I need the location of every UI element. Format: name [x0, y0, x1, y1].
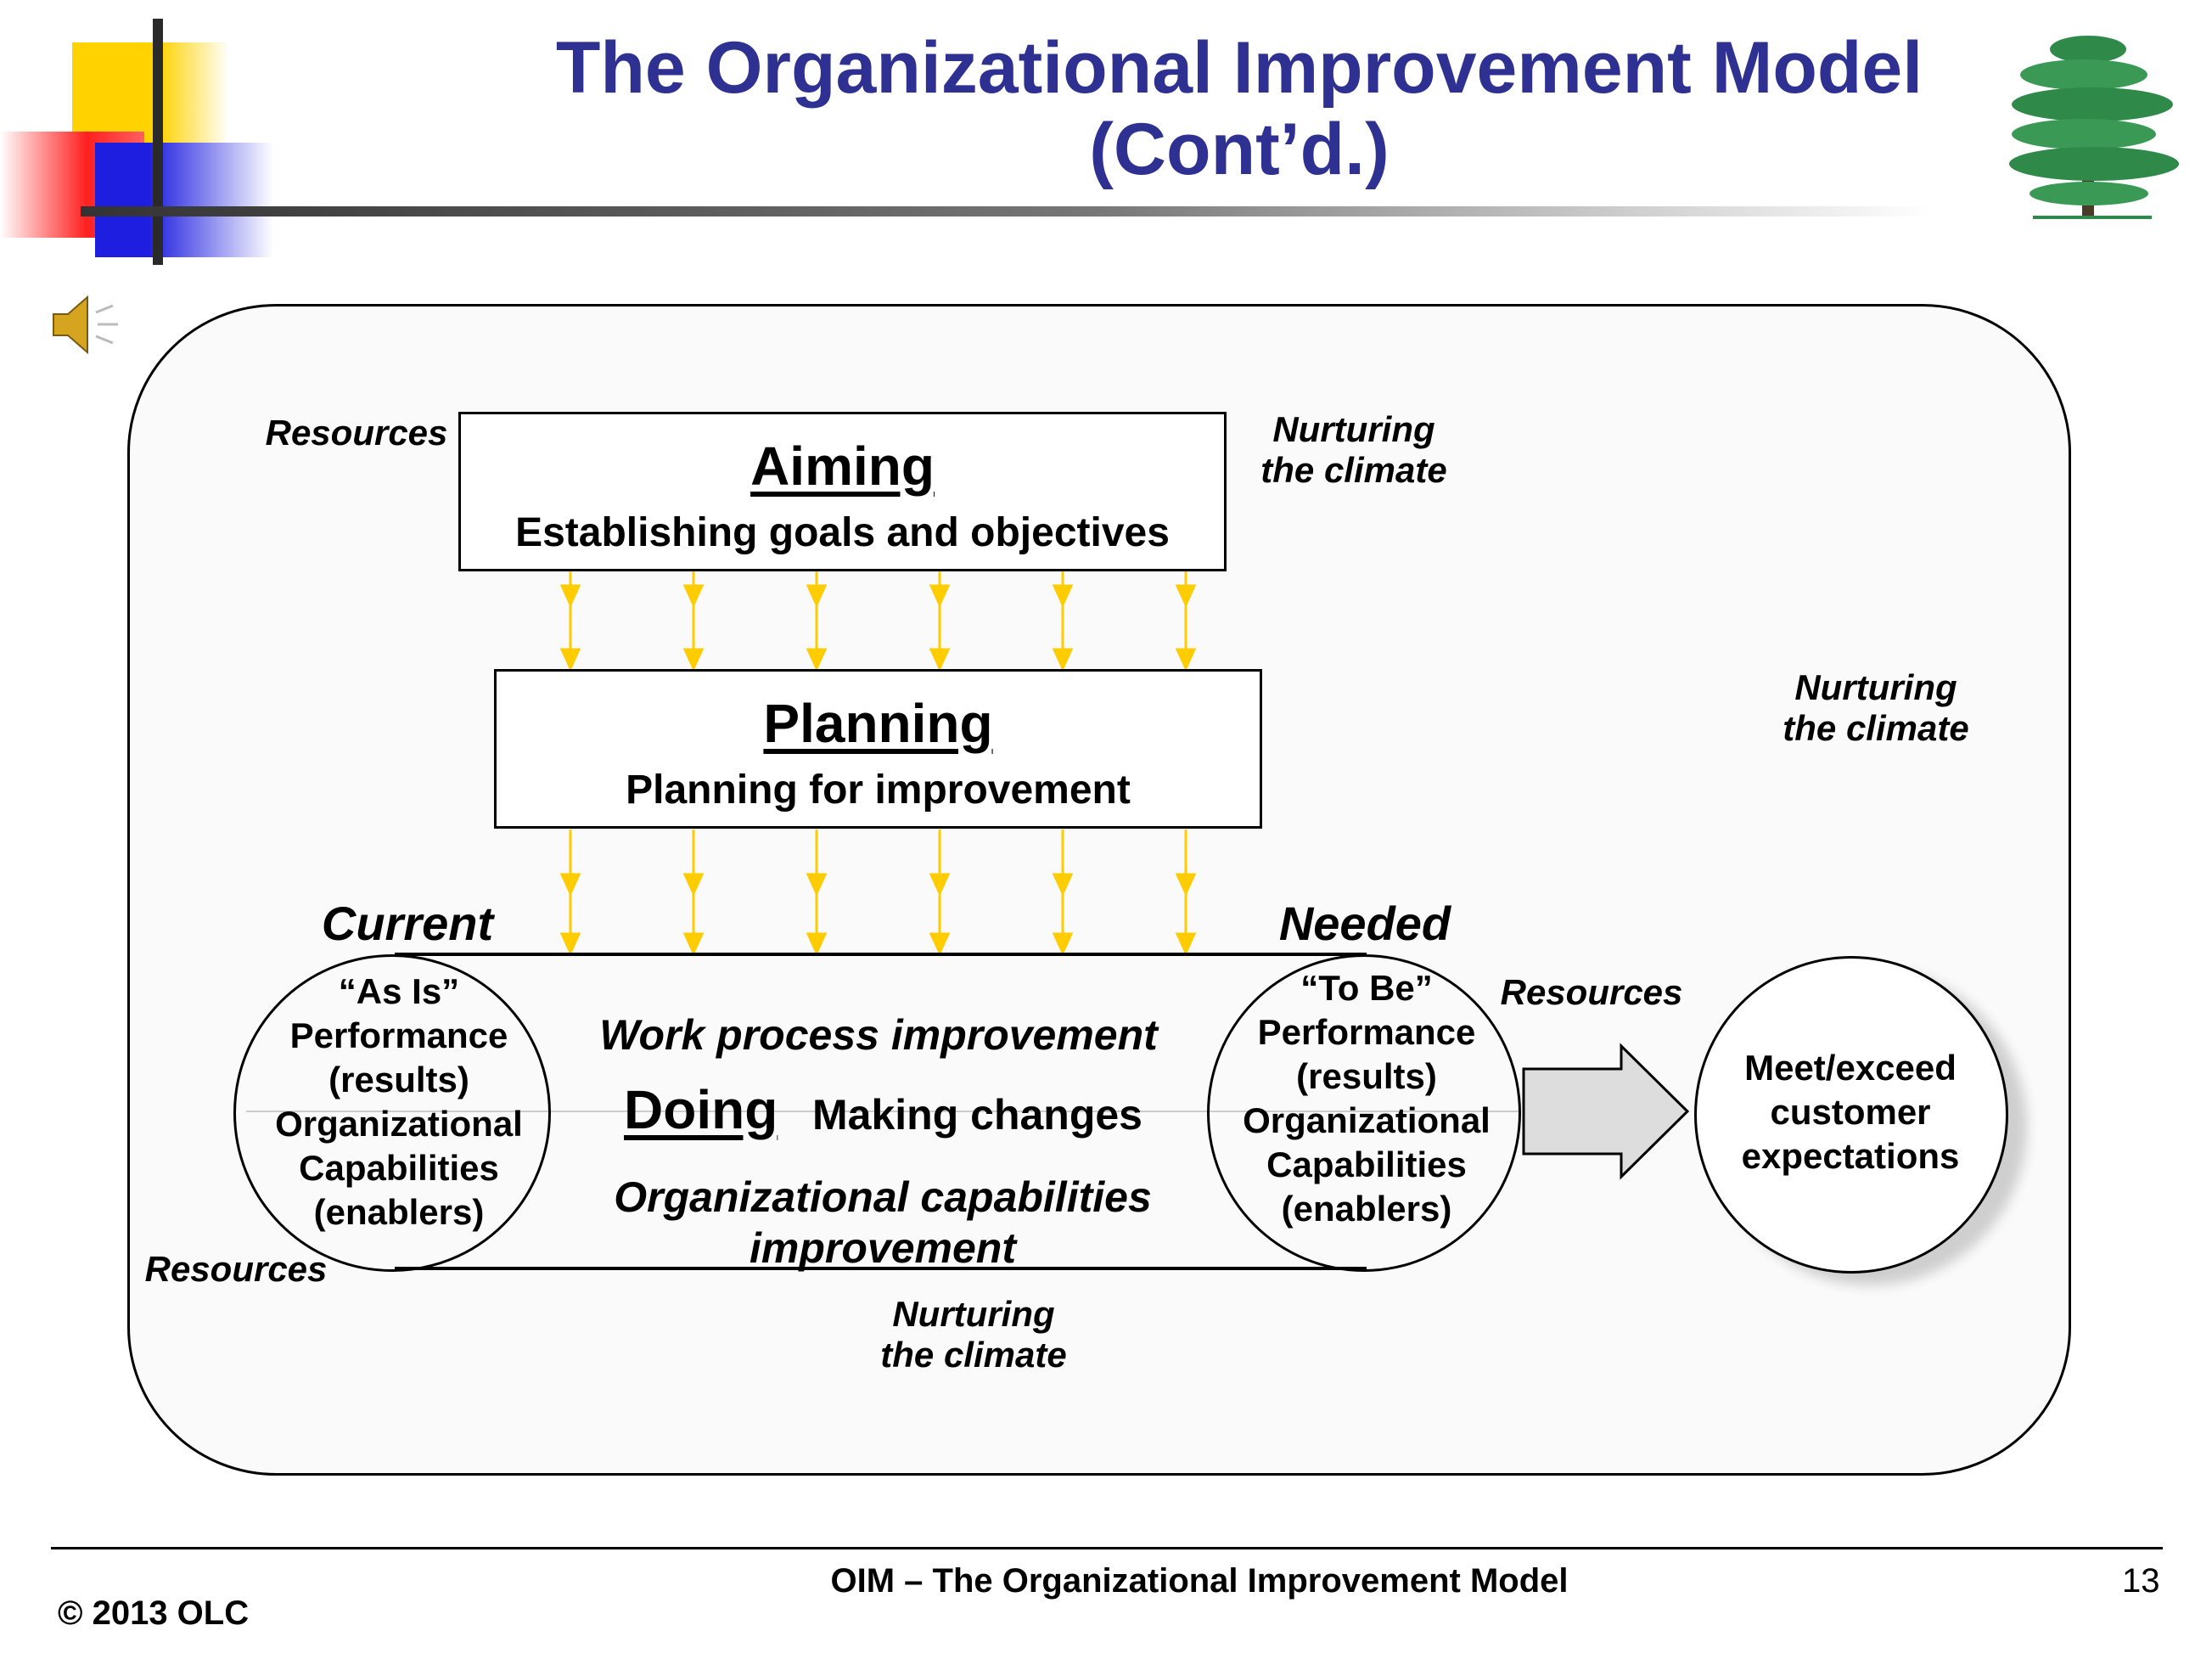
resources-label-top: Resources	[265, 413, 448, 453]
footer-page-number: 13	[2122, 1562, 2160, 1600]
planning-subtitle: Planning for improvement	[626, 768, 1131, 813]
needed-label: Needed	[1278, 897, 1451, 950]
footer-rule	[51, 1547, 2163, 1549]
making-changes-label: Making changes	[812, 1091, 1142, 1139]
current-label: Current	[321, 897, 494, 950]
resources-label-left: Resources	[144, 1249, 328, 1289]
as-is-circle	[233, 954, 551, 1272]
resources-label-right: Resources	[1500, 972, 1683, 1012]
tree-logo	[1999, 24, 2181, 223]
doing-title: Doing	[624, 1079, 778, 1140]
to-be-text: “To Be”Performance(results) Organization…	[1243, 968, 1491, 1229]
customer-expectations-circle	[1694, 956, 2008, 1274]
corner-decoration	[0, 17, 280, 272]
footer-copyright: © 2013 OLC	[58, 1594, 250, 1632]
aiming-subtitle: Establishing goals and objectives	[515, 510, 1170, 555]
footer-center-text: OIM – The Organizational Improvement Mod…	[830, 1562, 1569, 1600]
planning-title: Planning	[763, 693, 993, 754]
work-process-label: Work process improvement	[599, 1011, 1158, 1059]
as-is-text: “As Is”Performance(results) Organization…	[275, 971, 523, 1232]
to-be-circle	[1207, 954, 1521, 1272]
slide-title-line1: The Organizational Improvement Model	[555, 27, 1923, 109]
aiming-box: Aiming Establishing goals and objectives	[458, 412, 1227, 571]
title-underline	[81, 206, 1931, 217]
slide-title-line2: (Cont’d.)	[1089, 109, 1390, 190]
aiming-title: Aiming	[750, 436, 935, 497]
planning-box: Planning Planning for improvement	[494, 669, 1262, 829]
speaker-icon[interactable]	[47, 289, 123, 361]
